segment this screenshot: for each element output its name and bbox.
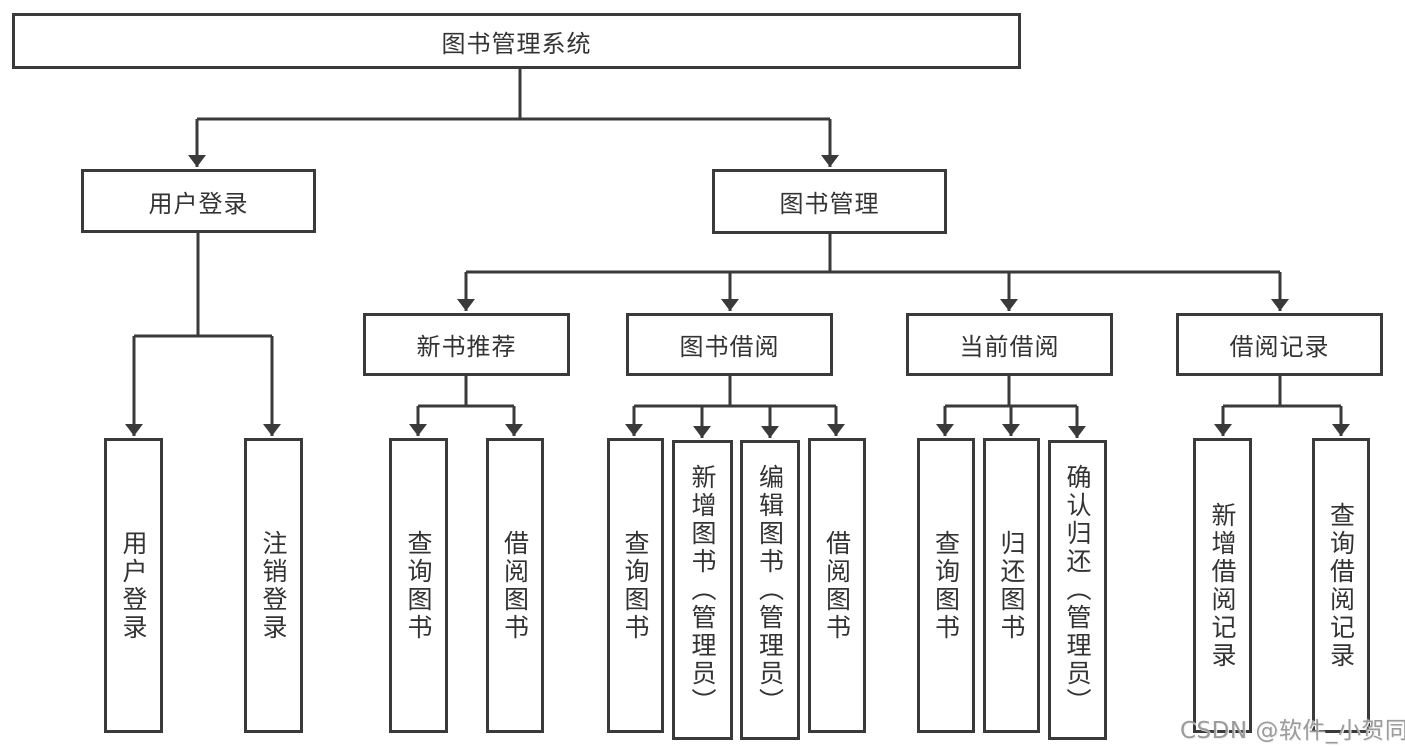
node-book-management-system: 图书管理系统 bbox=[12, 13, 1021, 69]
leaf-query-borrow-record: 查询借阅记录 bbox=[1312, 438, 1370, 733]
node-borrow-records: 借阅记录 bbox=[1176, 313, 1383, 376]
node-current-borrow: 当前借阅 bbox=[906, 313, 1113, 376]
leaf-add-borrow-record: 新增借阅记录 bbox=[1193, 438, 1252, 733]
leaf-confirm-return-admin: 确认归还（管理员） bbox=[1048, 440, 1107, 740]
node-new-book-recommend: 新书推荐 bbox=[363, 313, 570, 376]
node-book-borrow: 图书借阅 bbox=[626, 313, 833, 376]
leaf-recommend-query-books: 查询图书 bbox=[389, 438, 448, 733]
leaf-recommend-borrow-books: 借阅图书 bbox=[486, 438, 544, 733]
leaf-current-query-books: 查询图书 bbox=[917, 438, 975, 733]
leaf-return-books: 归还图书 bbox=[983, 438, 1040, 733]
node-book-management: 图书管理 bbox=[712, 169, 947, 234]
node-user-login: 用户登录 bbox=[81, 169, 316, 233]
watermark-text: CSDN @软件_小贺同学 bbox=[1180, 718, 1405, 744]
leaf-user-login: 用户登录 bbox=[104, 438, 163, 733]
leaf-logout: 注销登录 bbox=[244, 438, 303, 733]
leaf-add-book-admin: 新增图书（管理员） bbox=[672, 440, 733, 740]
leaf-edit-book-admin: 编辑图书（管理员） bbox=[740, 440, 800, 740]
leaf-borrow-borrow-books: 借阅图书 bbox=[808, 438, 866, 733]
leaf-borrow-query-books: 查询图书 bbox=[607, 438, 664, 733]
